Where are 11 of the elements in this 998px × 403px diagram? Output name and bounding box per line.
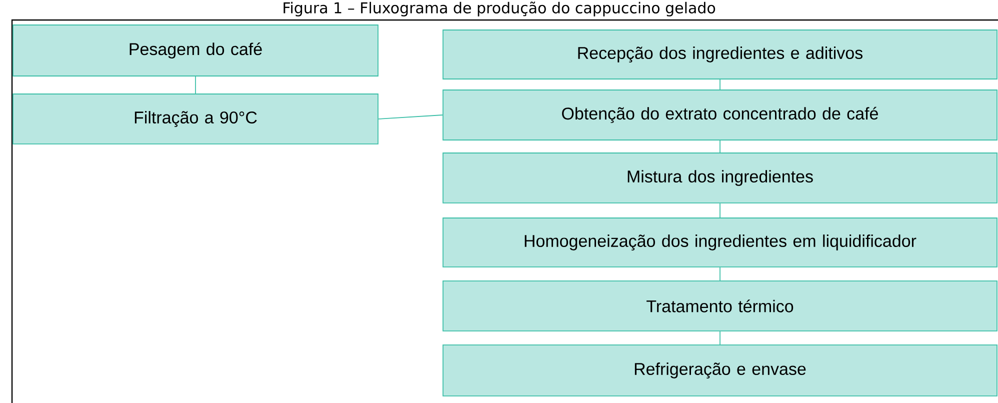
process-box: Recepção dos ingredientes e aditivos	[442, 30, 998, 80]
connector-line	[195, 76, 196, 94]
process-box: Refrigeração e envase	[442, 344, 998, 396]
connector-line	[378, 114, 443, 120]
process-box: Pesagem do café	[12, 24, 378, 76]
process-box: Homogeneização dos ingredientes em liquidificador	[442, 218, 998, 268]
process-box: Obtenção do extrato concentrado de café	[442, 90, 998, 140]
process-box: Tratamento térmico	[442, 280, 998, 332]
figure-title: Figura 1 – Fluxograma de produção do cappuccino gelado	[284, 2, 716, 16]
process-box: Mistura dos ingredientes	[442, 152, 998, 204]
process-box: Filtração a 90°C	[12, 94, 378, 144]
